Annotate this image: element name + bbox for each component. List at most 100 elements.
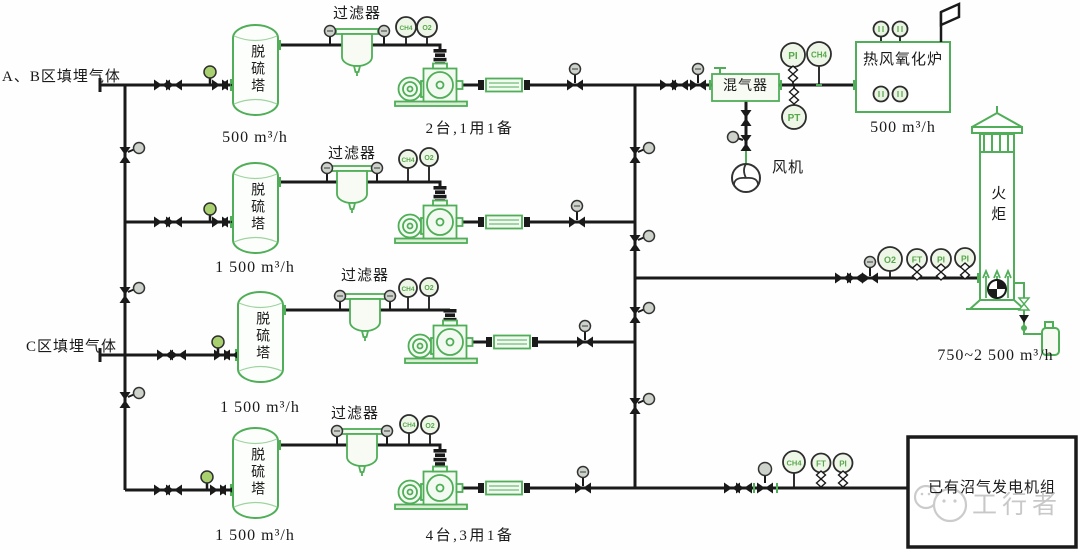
pi-gauge: PI <box>780 42 806 68</box>
valve-icon <box>166 79 182 91</box>
blower-group-1-note: 2台,1用1备 <box>425 121 515 137</box>
svg-text:CH4: CH4 <box>401 157 414 164</box>
flex-connector-icon <box>433 449 447 466</box>
filter-3-label: 过滤器 <box>340 268 389 284</box>
filter-2-label: 过滤器 <box>327 146 376 162</box>
o2-analyzer: O2 <box>420 415 440 435</box>
watermark-text: 工行者 <box>972 492 1063 519</box>
pressure-gauge-icon <box>576 465 590 487</box>
pressure-gauge-icon <box>568 62 582 84</box>
exhaust-flag-icon <box>939 2 961 27</box>
o2-analyzer: O2 <box>877 246 903 272</box>
filter-1-label: 过滤器 <box>332 6 381 22</box>
flare-label: 火炬 <box>989 185 1006 227</box>
valve-manifold-icon <box>788 87 800 105</box>
ft-transmitter: FT <box>810 452 832 474</box>
svg-text:PI: PI <box>961 254 969 264</box>
valve-manifold-icon <box>959 262 971 280</box>
flow-meter-4 <box>477 480 531 496</box>
flow-meter-2 <box>477 214 531 230</box>
furnace-gauge-icon <box>891 20 909 38</box>
tower-1-label: 脱硫塔 <box>249 44 265 95</box>
valve-icon <box>629 307 641 323</box>
ch4-analyzer: CH4 <box>782 450 806 474</box>
tower-4-label: 脱硫塔 <box>249 447 265 498</box>
o2-analyzer: O2 <box>416 16 438 38</box>
valve-icon <box>119 147 131 163</box>
svg-text:CH4: CH4 <box>401 286 414 293</box>
svg-text:CH4: CH4 <box>811 51 828 60</box>
valve-icon <box>740 135 752 151</box>
valve-icon <box>629 398 641 414</box>
header-valves <box>119 110 752 414</box>
flare-capacity: 750~2 500 m³/h <box>937 347 1054 364</box>
pressure-gauge-icon <box>570 199 584 221</box>
o2-analyzer: O2 <box>419 147 439 167</box>
pressure-gauge-icon <box>691 62 705 84</box>
valve-manifold-icon <box>911 263 923 281</box>
o2-analyzer: O2 <box>419 277 439 297</box>
svg-text:O2: O2 <box>424 155 433 162</box>
blower-group-2-note: 4台,3用1备 <box>425 528 515 544</box>
svg-text:CH4: CH4 <box>399 25 412 32</box>
svg-text:PI: PI <box>788 51 798 62</box>
svg-text:CH4: CH4 <box>402 422 415 429</box>
filter-vessel-4 <box>340 428 384 477</box>
ft-transmitter: FT <box>906 248 928 270</box>
flare-stack <box>966 106 1060 356</box>
pressure-gauge-icon <box>578 319 592 341</box>
air-fan-icon <box>731 163 761 193</box>
filter-gauges <box>320 24 397 446</box>
flow-meter-3 <box>485 334 539 350</box>
svg-text:O2: O2 <box>422 25 431 32</box>
furnace-label: 热风氧化炉 <box>862 52 943 68</box>
mixer-label: 混气器 <box>723 79 768 94</box>
furnace-gauge-icon <box>891 85 909 103</box>
tower-3-capacity: 1 500 m³/h <box>220 399 300 416</box>
gas-sensor-icon <box>210 334 226 357</box>
svg-text:FT: FT <box>912 255 923 265</box>
ch4-analyzer: CH4 <box>398 149 418 169</box>
source-label-ab: A、B区填埋气体 <box>2 69 121 85</box>
pt-transmitter: PT <box>781 104 807 130</box>
ch4-analyzer: CH4 <box>395 16 417 38</box>
gas-mixer <box>711 67 780 102</box>
svg-text:PI: PI <box>839 460 847 469</box>
check-valve-icon <box>1019 315 1029 323</box>
generator-label: 已有沼气发电机组 <box>927 480 1056 496</box>
valve-icon <box>629 147 641 163</box>
tower-4-capacity: 1 500 m³/h <box>215 527 295 544</box>
svg-text:CH4: CH4 <box>786 459 802 468</box>
tower-2-capacity: 1 500 m³/h <box>215 259 295 276</box>
valve-manifold-icon <box>787 65 799 83</box>
ch4-analyzer: CH4 <box>399 414 419 434</box>
valve-icon <box>119 392 131 408</box>
valve-manifold-icon <box>935 263 947 281</box>
gas-blower-1 <box>394 62 468 107</box>
furnace-gauge-icon <box>872 20 890 38</box>
svg-text:FT: FT <box>816 460 826 469</box>
hot-air-oxidation-furnace <box>855 2 961 113</box>
analyzer-gauges: CH4 O2 CH4 O2 CH4 O2 CH4 O2 PI CH4 PT O2… <box>395 16 976 488</box>
valve-manifold-icon <box>815 470 827 488</box>
svg-text:PT: PT <box>788 113 801 124</box>
furnace-gauge-icon <box>872 85 890 103</box>
tower-1-capacity: 500 m³/h <box>222 129 288 146</box>
flare-fan-icon <box>987 279 1007 299</box>
tower-3-label: 脱硫塔 <box>254 311 270 362</box>
valve-icon <box>629 235 641 251</box>
filter-vessel-3 <box>343 293 387 342</box>
pi-gauge: PI <box>832 452 854 474</box>
filter-vessel-2 <box>330 165 374 214</box>
svg-text:O2: O2 <box>884 255 896 265</box>
source-label-c: C区填埋气体 <box>26 339 118 355</box>
pressure-gauge-icon <box>863 255 877 277</box>
valve-manifold-icon <box>837 470 849 488</box>
pipe-row4-process <box>278 443 908 490</box>
control-valves <box>567 62 878 494</box>
actuator-icon <box>757 461 773 477</box>
svg-text:PI: PI <box>937 255 945 265</box>
furnace-capacity: 500 m³/h <box>870 119 936 136</box>
